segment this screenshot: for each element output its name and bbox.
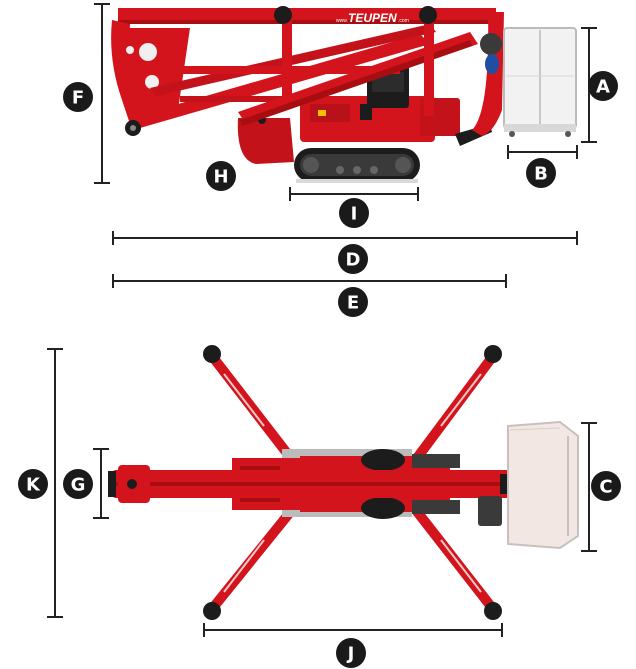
outrigger-foot-pad: [484, 345, 502, 363]
top-work-basket: [507, 420, 579, 550]
dimension-badges: A B F H I D E K: [18, 71, 621, 668]
badge-label-b: B: [534, 164, 548, 185]
dimension-badge-c: C: [591, 471, 621, 501]
dimension-badge-a: A: [588, 71, 618, 101]
badge-label-d: D: [346, 250, 361, 271]
side-boom-assembly: www. TEUPEN .com: [111, 6, 504, 136]
dimension-badge-j: J: [336, 638, 366, 668]
badge-label-e: E: [347, 293, 359, 314]
side-brand-web-suffix: .com: [398, 18, 409, 24]
dimension-badge-b: B: [526, 158, 556, 188]
top-boom: [108, 465, 512, 503]
top-dimension-lines: [47, 348, 597, 637]
dimension-badge-e: E: [338, 287, 368, 317]
badge-label-i: I: [351, 204, 358, 225]
top-outrigger-legs: [203, 345, 502, 620]
dimension-badge-d: D: [338, 244, 368, 274]
side-dimension-lines: [94, 3, 597, 288]
dimension-badge-h: H: [206, 161, 236, 191]
outrigger-foot-pad: [203, 345, 221, 363]
dimension-badge-i: I: [339, 198, 369, 228]
side-crawler-track: [294, 148, 420, 183]
dimension-badge-k: K: [18, 469, 48, 499]
badge-label-c: C: [599, 477, 612, 498]
top-view: [47, 345, 597, 637]
outrigger-foot-pad: [484, 602, 502, 620]
dimension-badge-g: G: [63, 469, 93, 499]
side-work-basket: [503, 27, 577, 137]
badge-label-g: G: [71, 475, 86, 496]
side-view: www. TEUPEN .com: [94, 3, 597, 288]
badge-label-j: J: [346, 644, 355, 665]
dimension-badge-f: F: [63, 82, 93, 112]
side-brand-web-prefix: www.: [336, 18, 348, 24]
badge-label-k: K: [26, 475, 41, 496]
badge-label-h: H: [213, 167, 228, 188]
outrigger-foot-pad: [203, 602, 221, 620]
badge-label-a: A: [596, 77, 610, 98]
side-brand-logo: TEUPEN: [348, 11, 397, 25]
badge-label-f: F: [72, 88, 84, 109]
